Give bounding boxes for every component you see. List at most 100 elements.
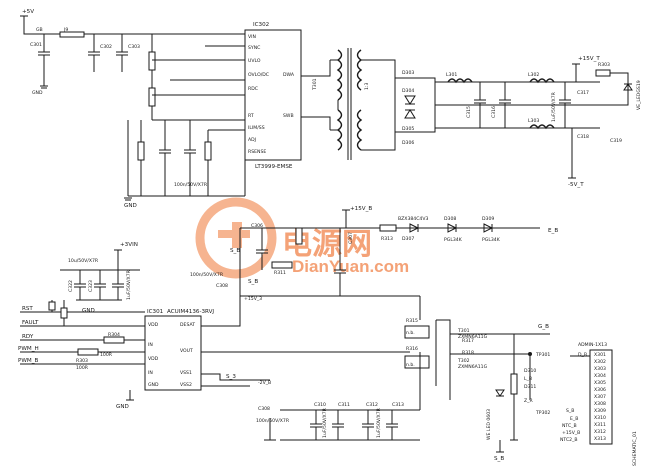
- svg-text:VOUT: VOUT: [180, 348, 193, 354]
- svg-text:VDD: VDD: [148, 322, 159, 328]
- input-caps: C301 C302 C303: [30, 34, 140, 89]
- cap-vlabel: 1uF/50V/X7R: [551, 91, 557, 122]
- zener-label: BZX384C4V3: [398, 216, 428, 222]
- cap-label-c301: C301: [30, 42, 42, 48]
- cap-label-c313: C313: [392, 402, 404, 408]
- connector-net-ntc-b: NTC_B: [562, 423, 577, 429]
- connector-net-15v-b: +15V_B: [562, 430, 580, 436]
- svg-text:SWB: SWB: [283, 113, 294, 119]
- diode-label-d303: D303: [402, 70, 414, 76]
- connector-net-s-b: S_B: [566, 408, 574, 414]
- rail-label-15v-t: +15V_T: [578, 56, 600, 62]
- svg-text:ILIM/SS: ILIM/SS: [248, 125, 265, 131]
- mosfet-part-1: ZXMN6A11G: [458, 334, 488, 340]
- connector-pin-labels: X301 X302 X303 X304 X305 X306 X307 X308 …: [594, 352, 606, 442]
- mosfet-t301-body: [404, 325, 430, 339]
- net-label-s-b-2: S_B: [248, 279, 258, 285]
- plug-icon: [218, 222, 250, 248]
- svg-text:UVLO: UVLO: [248, 58, 261, 64]
- resistor-r313: [379, 224, 397, 232]
- diode-label-d310: D310: [524, 368, 536, 374]
- resistor-r319: [510, 373, 518, 395]
- cap-label-c302: C302: [100, 44, 112, 50]
- gnd-label-left: GND: [82, 308, 95, 314]
- inductor-label-l301: L301: [446, 72, 457, 78]
- watermark-logo-ring: [195, 197, 277, 279]
- ic-acuim4136: [144, 315, 202, 391]
- fuse: [59, 31, 85, 38]
- input-pwm-b: PWM_B: [18, 358, 39, 364]
- out-label-s3: S_3: [226, 374, 236, 380]
- r-val-100r-2: 100R: [100, 352, 113, 358]
- svg-text:IN: IN: [148, 370, 153, 376]
- input-pwm-h: PWM_H: [18, 346, 39, 352]
- diode-label-d304: D304: [402, 88, 414, 94]
- bottom-net-s-b: S_B: [494, 456, 504, 462]
- cap-label-c306: C306: [251, 223, 263, 229]
- cap-label-c311: C311: [338, 402, 350, 408]
- diode-part-2: PGL34K: [482, 237, 501, 243]
- mosfet-part-2: ZXMN6A11G: [458, 364, 488, 370]
- svg-text:X305: X305: [594, 380, 606, 386]
- resistor-r302-in: [60, 307, 68, 319]
- resistor-r312: [295, 227, 303, 245]
- ic301-label: IC301: [147, 309, 164, 315]
- diode-label-d309: D309: [482, 216, 494, 222]
- diode-label-d308: D308: [444, 216, 456, 222]
- bottom-cap-ref: C308: [258, 406, 270, 412]
- r-label-r318: R318: [462, 350, 474, 356]
- r-label-r304: R304: [108, 332, 120, 338]
- connector-net-d-b: D_B: [578, 352, 587, 358]
- supply-in-label: +5V: [22, 9, 34, 15]
- bottom-left: +3VIN 10u/50V/X7R C322 C323 1uF/50V/X7R …: [18, 242, 410, 410]
- inductor-label-l302: L302: [528, 72, 539, 78]
- diode-part-lb: L_B: [524, 376, 532, 382]
- svg-text:VDD: VDD: [148, 356, 159, 362]
- diode-label-d307: D307: [402, 236, 414, 242]
- input-rst: RST: [22, 306, 33, 312]
- cap-label-c323: C323: [88, 280, 94, 292]
- watermark: 电源网 DianYuan.com: [195, 197, 409, 279]
- input-fault: FAULT: [22, 320, 39, 326]
- cap-label-c310: C310: [314, 402, 326, 408]
- svg-text:ADJ: ADJ: [248, 137, 256, 143]
- cap-label-100n: 100n/50V/X7R: [190, 272, 224, 278]
- cap-label-c316: C316: [491, 106, 497, 118]
- svg-text:IN: IN: [148, 342, 153, 348]
- ic-lt3999: [244, 29, 302, 161]
- svg-text:X309: X309: [594, 408, 606, 414]
- resistor-r303: [148, 87, 156, 107]
- mosfet-t302-body: [404, 355, 430, 369]
- resistor-r302: [148, 51, 156, 71]
- tp-label-tp301: TP301: [535, 352, 550, 358]
- top-section: +5V GB J9 C301 C302 C303 GND IC302 VIN S…: [20, 9, 642, 209]
- doc-ref: SCHEMATIC_01: [632, 431, 638, 466]
- svg-text:OVLO/DC: OVLO/DC: [248, 72, 269, 78]
- diode-part-1: PGL34K: [444, 237, 463, 243]
- ic302-part: LT3999-EMSE: [255, 164, 293, 170]
- rail-label-5v-t: -5V_T: [568, 182, 584, 188]
- svg-text:GND: GND: [148, 382, 159, 388]
- resistor-r303-top: [595, 69, 611, 77]
- r-label-r303: R303: [76, 358, 88, 364]
- cap-label-c312: C312: [366, 402, 378, 408]
- j-label-j9: J9: [63, 27, 68, 33]
- ic302-ref: IC302: [253, 22, 269, 28]
- rail-label-15v-b: +15V_B: [350, 206, 372, 212]
- resistor-label-r313: R313: [381, 236, 393, 242]
- svg-text:RDC: RDC: [248, 86, 258, 92]
- mid-section: S_B E_B C306 R311 +15V_B C307 R313 D307 …: [190, 206, 558, 302]
- mosfet-label-t302: T302: [457, 358, 470, 364]
- svg-text:RT: RT: [248, 113, 254, 119]
- gnd-label-top: GND: [32, 90, 43, 96]
- svg-text:SYNC: SYNC: [248, 45, 260, 51]
- svg-text:X306: X306: [594, 387, 606, 393]
- cap-label-c307: C307: [348, 232, 354, 244]
- svg-text:VSS1: VSS1: [180, 370, 192, 376]
- net-label-g-b: G_B: [538, 324, 549, 330]
- svg-text:X302: X302: [594, 359, 606, 365]
- inductor-label-l303: L303: [528, 118, 539, 124]
- svg-text:X301: X301: [594, 352, 606, 358]
